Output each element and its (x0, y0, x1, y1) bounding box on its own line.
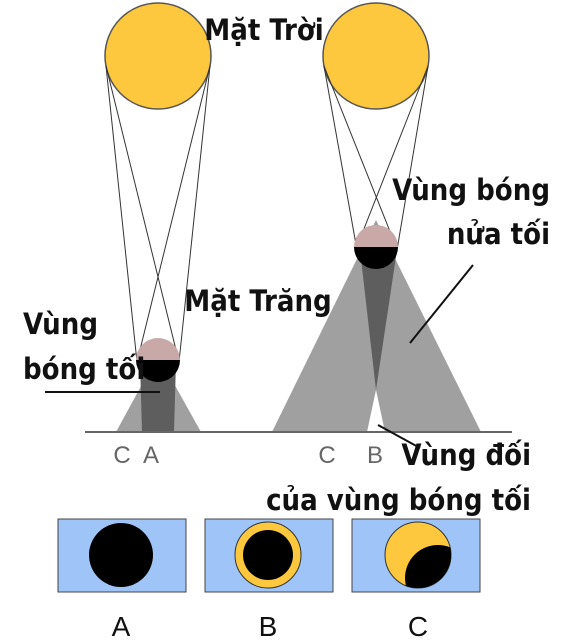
eclipse-view-b-caption: B (259, 611, 278, 642)
sun-label: Mặt Trời (204, 13, 323, 47)
eclipse-view-b: B (204, 518, 334, 642)
umbra-label-line2: bóng tối (23, 352, 145, 386)
point-label-b: B (367, 442, 383, 469)
eclipse-view-a-moon (89, 523, 153, 587)
right-light-rays (323, 65, 429, 251)
right-antumbra-region (367, 390, 385, 432)
left-light-rays (105, 65, 211, 363)
left-scene (104, 2, 212, 432)
eclipse-view-c: C (351, 518, 481, 642)
eclipse-view-c-moon (405, 545, 451, 588)
right-moon (354, 225, 398, 269)
eclipse-view-a: A (57, 518, 187, 642)
penumbra-label-line2: nửa tối (447, 217, 550, 251)
penumbra-label-line1: Vùng bóng (392, 173, 550, 207)
point-label-right-c: C (318, 442, 335, 469)
moon-label: Mặt Trăng (184, 284, 331, 318)
right-sun (322, 2, 430, 110)
eclipse-view-a-caption: A (112, 611, 131, 642)
eclipse-view-c-caption: C (408, 611, 428, 642)
left-sun (104, 2, 212, 110)
umbra-label-line1: Vùng (23, 307, 98, 341)
right-umbra-region (360, 250, 397, 390)
right-scene (272, 2, 481, 432)
antumbra-pointer-line (377, 424, 421, 449)
point-label-left-c: C (113, 442, 130, 469)
point-label-a: A (143, 442, 159, 469)
left-moon (136, 338, 180, 382)
eclipse-view-b-moon (243, 530, 293, 580)
penumbra-pointer-line (409, 264, 474, 344)
antumbra-label-line2: của vùng bóng tối (266, 483, 531, 517)
antumbra-label-line1: Vùng đối (401, 438, 531, 472)
